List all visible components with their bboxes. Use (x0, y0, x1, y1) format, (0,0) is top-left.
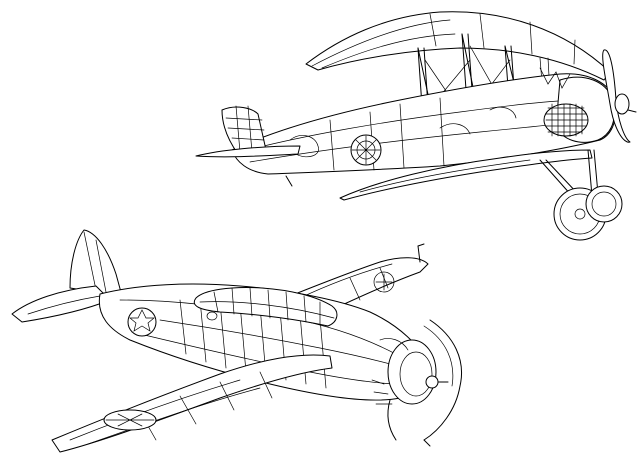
biplane-lower-wing (339, 149, 593, 201)
monoplane-canopy (193, 287, 338, 327)
monoplane-engine-cowling (371, 338, 437, 405)
biplane-upper-wing (305, 11, 611, 81)
biplane-roundel (350, 134, 382, 166)
biplane-engine-cowling (539, 67, 615, 143)
monoplane-propeller (387, 319, 462, 447)
monoplane-illustration (11, 229, 462, 453)
biplane-tail (195, 105, 301, 187)
biplane-landing-gear (539, 149, 623, 241)
monoplane-far-wing (279, 243, 429, 307)
monoplane-tail-fin (69, 229, 123, 297)
monoplane-near-wing (51, 354, 333, 453)
biplane-illustration (195, 11, 637, 241)
biplane-propeller (602, 49, 637, 143)
monoplane-stabilizer (11, 285, 111, 323)
